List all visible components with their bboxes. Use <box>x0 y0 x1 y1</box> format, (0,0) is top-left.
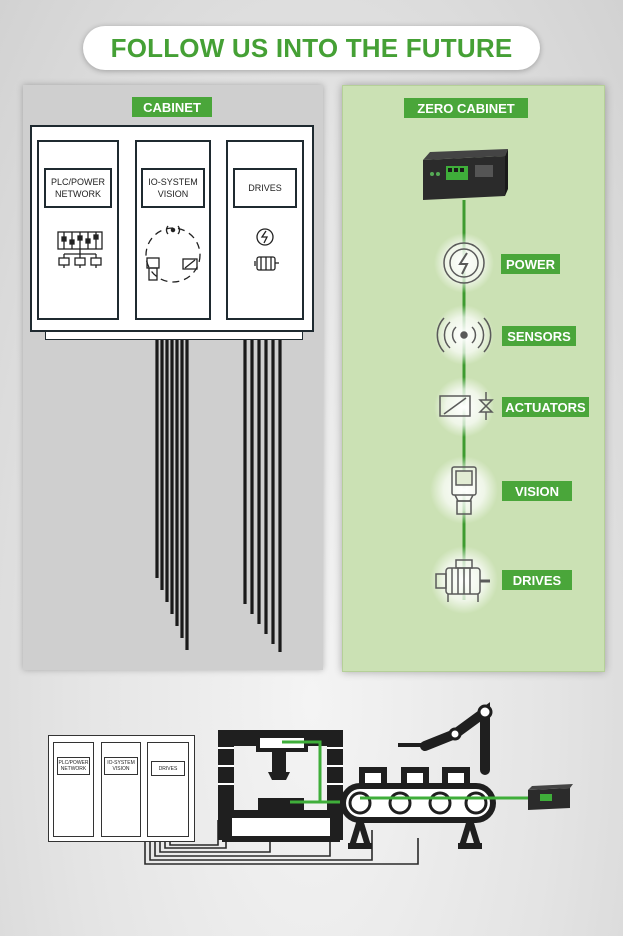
vision-icon <box>451 466 477 515</box>
vision-label: VISION <box>514 483 560 499</box>
mini-plc-label-box: PLC/POWER NETWORK <box>57 757 90 775</box>
mini-drives-label-box: DRIVES <box>151 761 185 776</box>
io-vision-icon <box>145 225 201 283</box>
drive-power-icon <box>256 228 274 246</box>
io-system-vision-label: IO-SYSTEM VISION <box>148 177 198 199</box>
sensors-label: SENSORS <box>507 328 571 344</box>
drive-motor-icon <box>254 256 279 271</box>
mini-plc-label: PLC/POWER NETWORK <box>58 760 89 772</box>
mini-io-label: IO-SYSTEM VISION <box>107 760 135 772</box>
plc-power-network-label: PLC/POWER NETWORK <box>50 177 105 199</box>
motor-icon <box>435 559 490 602</box>
cabinet-tag: CABINET <box>132 97 212 117</box>
io-system-vision-label-box: IO-SYSTEM VISION <box>141 168 205 208</box>
cabinet-tag-label: CABINET <box>143 99 201 115</box>
drives-label-zero: DRIVES <box>512 572 562 588</box>
vision-tag: VISION <box>502 481 572 501</box>
cable-bundle-io <box>155 340 189 650</box>
mini-io-label-box: IO-SYSTEM VISION <box>104 757 138 775</box>
mini-drives-module <box>147 742 189 837</box>
title-banner: FOLLOW US INTO THE FUTURE <box>83 26 540 70</box>
actuators-label: ACTUATORS <box>505 399 586 415</box>
factory-decentral-module-icon <box>528 784 573 810</box>
factory-green-bus <box>282 740 536 804</box>
cable-bundle-drives <box>243 340 282 652</box>
power-label: POWER <box>505 256 556 272</box>
power-icon <box>443 242 485 284</box>
drives-label: DRIVES <box>248 183 282 193</box>
cabinet-base <box>45 332 303 340</box>
conveyor-icon <box>340 767 496 849</box>
actuator-icon <box>439 392 494 420</box>
drives-tag: DRIVES <box>502 570 572 590</box>
network-icon <box>57 231 103 268</box>
decentral-module-icon <box>423 149 508 200</box>
power-tag: POWER <box>501 254 560 274</box>
robot-arm-icon <box>420 702 490 775</box>
zero-cabinet-tag-label: ZERO CABINET <box>417 100 515 116</box>
drives-label-box: DRIVES <box>233 168 297 208</box>
press-machine-icon <box>218 730 343 842</box>
page-title: FOLLOW US INTO THE FUTURE <box>110 32 513 63</box>
sensors-tag: SENSORS <box>502 326 576 346</box>
zero-cabinet-tag: ZERO CABINET <box>404 98 528 118</box>
mini-drives-label: DRIVES <box>158 765 178 772</box>
sensor-icon <box>436 317 492 353</box>
plc-power-network-label-box: PLC/POWER NETWORK <box>44 168 112 208</box>
actuators-tag: ACTUATORS <box>502 397 589 417</box>
